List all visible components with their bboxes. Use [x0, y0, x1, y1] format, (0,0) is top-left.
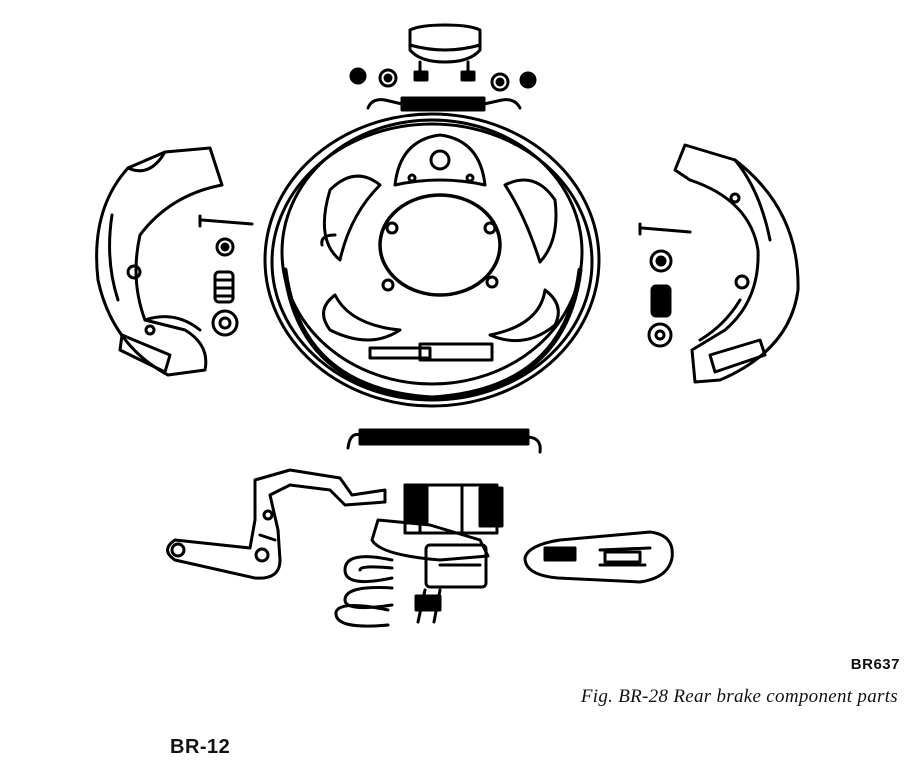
upper-return-spring [366, 96, 522, 112]
left-hold-down-kit [198, 214, 254, 337]
bolt-hole [381, 278, 395, 292]
backing-plate [263, 112, 601, 408]
bolt-hole [485, 275, 499, 289]
figure-code: BR637 [850, 656, 900, 673]
adjuster-slot [418, 342, 494, 362]
retaining-clips [334, 555, 394, 628]
page-number: BR-12 [170, 736, 231, 758]
adjuster-slot [368, 346, 432, 360]
bolt-hole [483, 221, 497, 235]
wheel-cylinder [370, 483, 504, 624]
left-brake-shoe [95, 146, 224, 377]
right-brake-shoe [673, 143, 800, 384]
figure-caption: Fig. BR-28 Rear brake component parts [580, 686, 898, 707]
adjuster-wedge [523, 530, 674, 584]
parking-brake-lever [166, 468, 387, 580]
rear-brake-exploded-view [95, 23, 800, 628]
anchor-block [408, 23, 482, 82]
right-hold-down-kit [638, 222, 692, 348]
nuts [349, 67, 537, 92]
bolt-hole [385, 221, 399, 235]
lower-return-spring [346, 428, 542, 454]
